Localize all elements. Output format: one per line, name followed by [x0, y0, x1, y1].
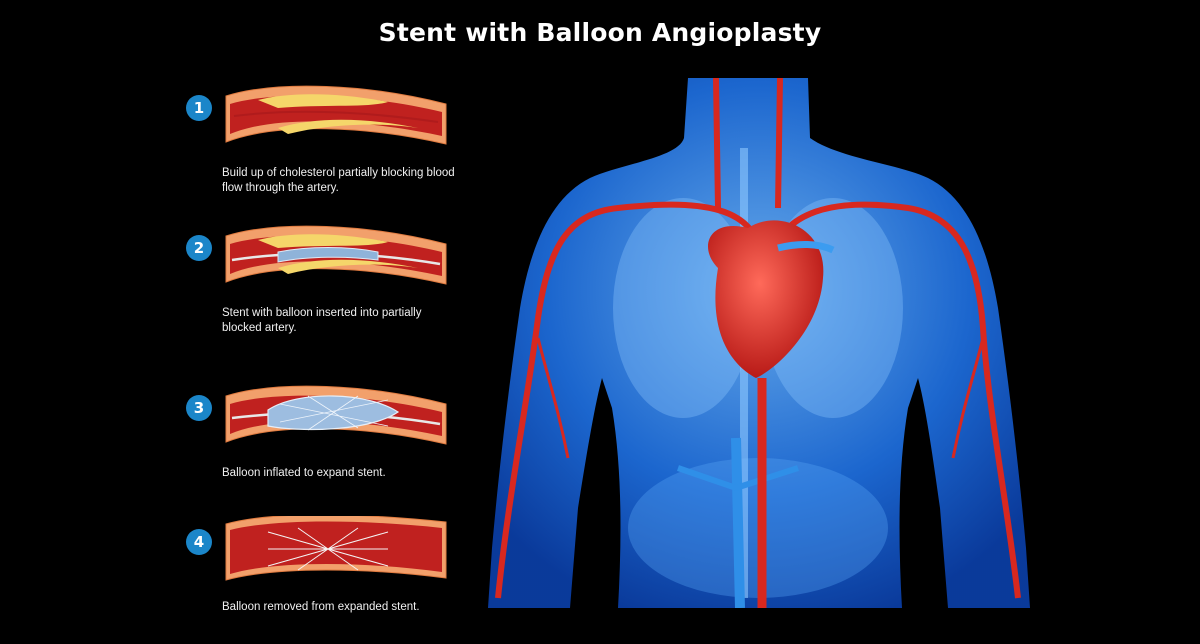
renal-veins	[677, 465, 799, 492]
heart	[708, 220, 824, 378]
step-number-badge: 3	[186, 395, 212, 421]
pulmonary-artery	[777, 241, 835, 254]
step-number-badge: 4	[186, 529, 212, 555]
step-caption: Build up of cholesterol partially blocki…	[222, 167, 455, 194]
artery-plaque-illustration	[225, 85, 447, 145]
step-caption: Balloon removed from expanded stent.	[222, 601, 420, 613]
artery-catheter-illustration	[225, 225, 447, 285]
vena-cava	[731, 437, 745, 608]
artery-expanded-stent-illustration	[225, 516, 447, 581]
arm-arteries-left	[536, 337, 570, 459]
step-4: 4 Balloon removed from expanded stent.	[186, 516, 476, 644]
right-subclavian	[765, 201, 1021, 599]
artery-inflated-balloon-illustration	[225, 385, 447, 445]
page-title: Stent with Balloon Angioplasty	[378, 18, 822, 47]
step-caption: Balloon inflated to expand stent.	[222, 467, 386, 479]
step-3: 3 Balloon inflated to expand stent.	[186, 385, 476, 510]
step-1: 1 Build up of cholesterol partially bloc…	[186, 85, 476, 210]
human-torso-illustration	[488, 78, 1030, 608]
step-number-badge: 2	[186, 235, 212, 261]
arm-arteries-right	[951, 337, 985, 459]
step-2: 2 Stent with balloon inserted into parti…	[186, 225, 476, 350]
step-caption: Stent with balloon inserted into partial…	[222, 307, 422, 334]
step-number-badge: 1	[186, 95, 212, 121]
carotid-arteries	[713, 78, 783, 209]
aortic-arch	[495, 201, 765, 599]
